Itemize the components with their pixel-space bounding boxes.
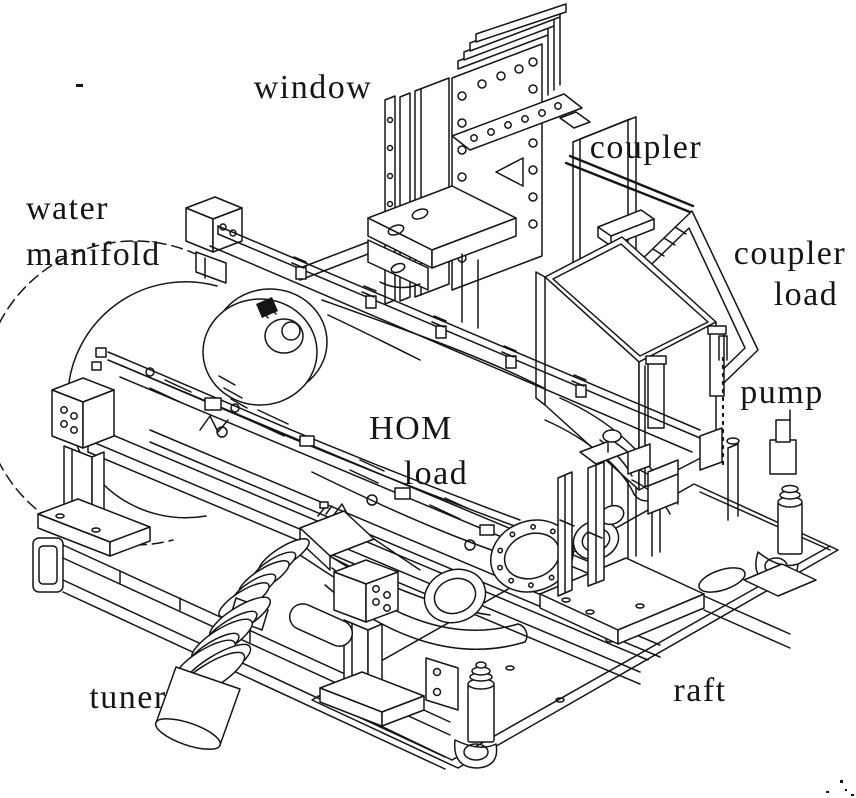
support-post-center-drawing: [319, 559, 425, 727]
label-water-manifold-line2: manifold: [26, 236, 161, 273]
label-coupler-load-line1: coupler: [733, 235, 847, 272]
cavity-drawing: [0, 240, 567, 616]
label-pump: pump: [740, 374, 824, 411]
tuner-drawing: [154, 501, 421, 750]
label-coupler-load-line2: load: [773, 276, 839, 313]
label-window: window: [253, 69, 373, 106]
label-hom-load-line2: load: [403, 455, 469, 492]
label-raft: raft: [673, 672, 727, 709]
window-drawing: [299, 3, 583, 329]
scan-artifacts: [76, 84, 854, 796]
pump-drawing: [539, 335, 740, 645]
jack-center-drawing: [425, 657, 498, 769]
label-tuner: tuner: [89, 679, 167, 716]
jack-right-drawing: [743, 409, 817, 597]
water-manifold-drawing: [91, 196, 701, 529]
cavity-machinery-drawing: [149, 379, 495, 551]
label-water-manifold-line1: water: [26, 190, 110, 227]
support-post-left-drawing: [37, 377, 151, 557]
raft-drawing: [311, 483, 839, 769]
label-coupler: coupler: [589, 129, 703, 166]
label-hom-load-line1: HOM: [369, 410, 453, 447]
